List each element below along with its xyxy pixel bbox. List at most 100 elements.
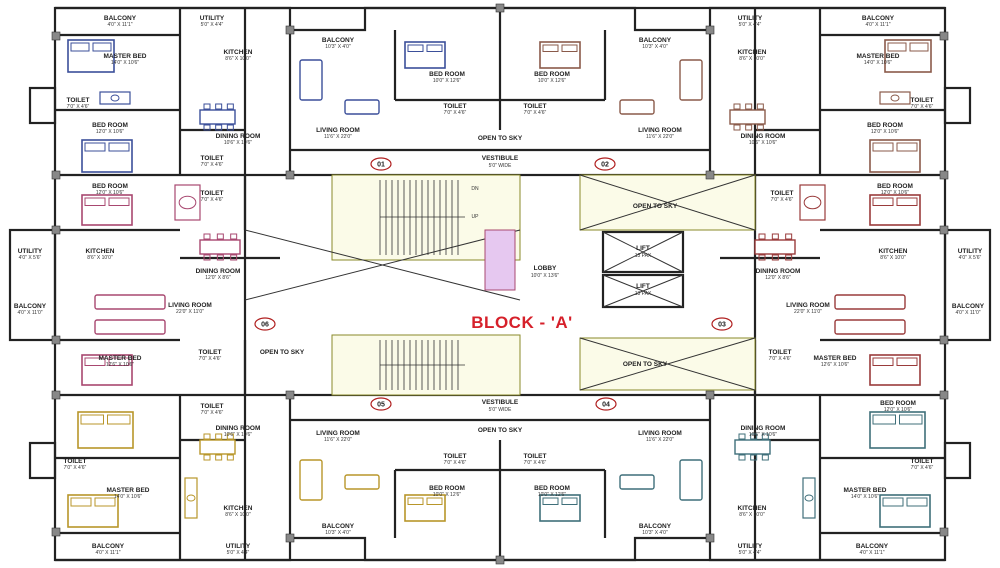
room-label-tl-toilet2: TOILET bbox=[201, 155, 224, 162]
chair bbox=[226, 433, 234, 440]
room-size-t2-balcony: 10'3" X 4'0" bbox=[642, 44, 668, 50]
chair bbox=[771, 233, 779, 240]
pillow bbox=[906, 497, 928, 507]
room-label-mr-toilet: TOILET bbox=[771, 190, 794, 197]
unit-marker-05 bbox=[370, 397, 392, 411]
room-size-bl-toilet: 7'0" X 4'6" bbox=[201, 410, 224, 416]
room-size-b1-balcony: 10'3" X 4'0" bbox=[325, 530, 351, 536]
pillow bbox=[407, 44, 424, 52]
structural-columns bbox=[51, 3, 949, 565]
room-size-tl-kitchen: 8'6" X 10'0" bbox=[225, 56, 251, 62]
stair-dn-label: DN bbox=[471, 186, 479, 192]
furniture bbox=[67, 39, 932, 528]
bed-furniture bbox=[539, 41, 581, 69]
room-label-ml-toilet2: TOILET bbox=[199, 349, 222, 356]
pillow bbox=[94, 497, 116, 507]
room-label-t1-toilet: TOILET bbox=[444, 103, 467, 110]
pillow bbox=[542, 497, 559, 505]
chair bbox=[216, 254, 224, 261]
chair bbox=[215, 124, 223, 131]
room-size-tr-balcony: 4'0" X 11'1" bbox=[865, 22, 890, 28]
room-label-t1-living: LIVING ROOM bbox=[316, 127, 360, 134]
chair bbox=[230, 233, 238, 240]
bed-furniture bbox=[869, 194, 921, 226]
room-size-mr-toilet2: 7'0" X 4'6" bbox=[769, 356, 792, 362]
sofa bbox=[299, 59, 323, 101]
room-label-tr-dining: DINING ROOM bbox=[741, 133, 786, 140]
pillow bbox=[872, 357, 894, 366]
room-label-br-bed: BED ROOM bbox=[880, 400, 916, 407]
unit-number-01: 01 bbox=[377, 162, 385, 169]
pillow bbox=[84, 142, 106, 152]
room-label-tr-master: MASTER BED bbox=[857, 53, 900, 60]
room-label-ml-dining: DINING ROOM bbox=[196, 268, 241, 275]
open-sky-top-label: OPEN TO SKY bbox=[478, 135, 523, 142]
room-label-tr-utility: UTILITY bbox=[738, 15, 763, 22]
room-label-b1-toilet: TOILET bbox=[444, 453, 467, 460]
chair bbox=[771, 254, 779, 261]
room-label-t1-balcony: BALCONY bbox=[322, 37, 355, 44]
room-size-br-kitchen: 8'6" X 10'0" bbox=[739, 512, 765, 518]
room-label-mr-utility: UTILITY bbox=[958, 248, 983, 255]
room-size-ml-toilet2: 7'0" X 4'6" bbox=[199, 356, 222, 362]
room-size-t1-toilet: 7'0" X 4'6" bbox=[444, 110, 467, 116]
dining-table bbox=[729, 109, 766, 125]
unit-number-05: 05 bbox=[377, 402, 385, 409]
unit-marker-04 bbox=[595, 397, 617, 411]
chair bbox=[756, 124, 764, 131]
room-size-b1-bed: 10'0" X 12'6" bbox=[433, 492, 461, 498]
bed-furniture bbox=[77, 411, 134, 449]
chair bbox=[203, 254, 211, 261]
chair bbox=[203, 454, 211, 461]
room-label-tl-bed: BED ROOM bbox=[92, 122, 128, 129]
room-label-b2-bed: BED ROOM bbox=[534, 485, 570, 492]
chair bbox=[738, 454, 746, 461]
room-label-ml-balcony: BALCONY bbox=[14, 303, 47, 310]
room-label-ml-toilet: TOILET bbox=[201, 190, 224, 197]
room-label-bl-master: MASTER BED bbox=[107, 487, 150, 494]
room-size-br-master: 14'0" X 10'6" bbox=[851, 494, 879, 500]
dining-table bbox=[199, 239, 241, 255]
unit-number-02: 02 bbox=[601, 162, 609, 169]
wc-bowl bbox=[186, 494, 196, 502]
pillow bbox=[896, 142, 918, 152]
open-sky-core-bottom-label: OPEN TO SKY bbox=[623, 361, 668, 368]
pillow bbox=[899, 414, 923, 425]
unit-marker-03 bbox=[711, 317, 733, 331]
unit-marker-06 bbox=[254, 317, 276, 331]
bed-furniture bbox=[81, 194, 133, 226]
sofa bbox=[834, 294, 906, 310]
room-size-mr-balcony: 4'0" X 11'0" bbox=[955, 310, 980, 316]
pillow bbox=[108, 142, 130, 152]
room-label-tl-utility: UTILITY bbox=[200, 15, 225, 22]
chair bbox=[745, 103, 753, 110]
chair bbox=[758, 233, 766, 240]
pillow bbox=[108, 357, 130, 366]
pillow bbox=[407, 497, 424, 505]
chair bbox=[750, 454, 758, 461]
room-label-bl-kitchen: KITCHEN bbox=[224, 505, 253, 512]
wc-bowl bbox=[178, 195, 197, 210]
room-size-bl-dining: 10'6" X 10'6" bbox=[224, 432, 252, 438]
room-size-ml-living: 22'0" X 11'0" bbox=[176, 309, 204, 315]
room-label-mr-balcony: BALCONY bbox=[952, 303, 985, 310]
room-label-ml-kitchen: KITCHEN bbox=[86, 248, 115, 255]
room-size-tl-toilet2: 7'0" X 4'6" bbox=[201, 162, 224, 168]
room-size-mr-toilet: 7'0" X 4'6" bbox=[771, 197, 794, 203]
vestibule-top-label: VESTIBULE bbox=[482, 155, 519, 162]
room-size-mr-master: 12'6" X 10'6" bbox=[821, 362, 849, 368]
sofa bbox=[834, 319, 906, 335]
room-size-b1-toilet: 7'0" X 4'6" bbox=[444, 460, 467, 466]
open-sky-left-label: OPEN TO SKY bbox=[260, 349, 305, 356]
pillow bbox=[70, 497, 92, 507]
room-size-tr-toilet: 7'0" X 4'6" bbox=[911, 104, 934, 110]
bed-furniture bbox=[81, 354, 133, 386]
chair bbox=[758, 254, 766, 261]
lift2-label: LIFT bbox=[636, 283, 650, 290]
room-label-bl-utility: UTILITY bbox=[226, 543, 251, 550]
bed-furniture bbox=[67, 39, 115, 73]
room-size-tl-balcony: 4'0" X 11'1" bbox=[107, 22, 132, 28]
